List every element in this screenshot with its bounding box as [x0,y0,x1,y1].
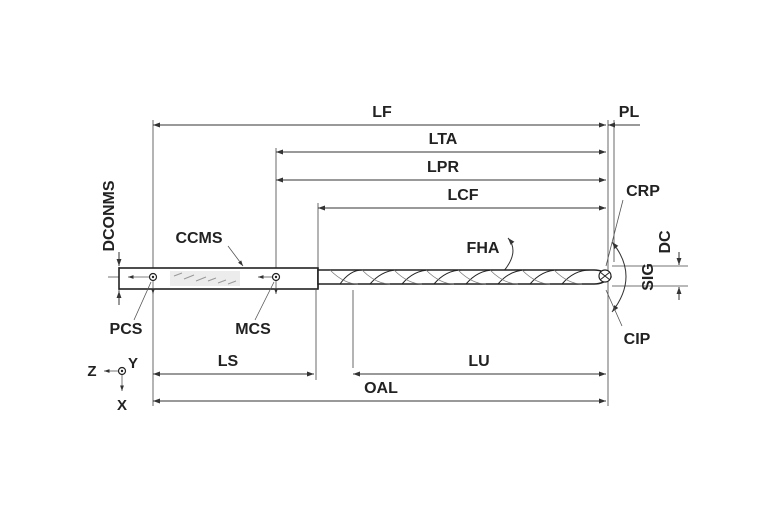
label-cip: CIP [624,331,651,348]
label-lpr: LPR [427,159,459,176]
label-lf: LF [372,104,392,121]
axis-label-z: Z [87,363,96,380]
drill-body [108,267,612,321]
label-sig: SIG [640,263,657,291]
label-fha: FHA [467,240,500,257]
label-lcf: LCF [447,187,478,204]
label-ccms: CCMS [175,230,222,247]
label-lu: LU [468,353,489,370]
coordinate-axes [104,366,127,391]
label-mcs: MCS [235,321,271,338]
dimension-lines [116,122,688,404]
label-oal: OAL [364,380,398,397]
axis-label-x: X [117,397,127,414]
label-ls: LS [218,353,239,370]
label-pl: PL [619,104,640,121]
label-crp: CRP [626,183,660,200]
axis-label-y: Y [128,355,138,372]
extension-lines [118,120,615,406]
label-lta: LTA [429,131,458,148]
label-pcs: PCS [110,321,143,338]
label-dc: DC [657,230,674,254]
label-dconms: DCONMS [101,180,118,251]
